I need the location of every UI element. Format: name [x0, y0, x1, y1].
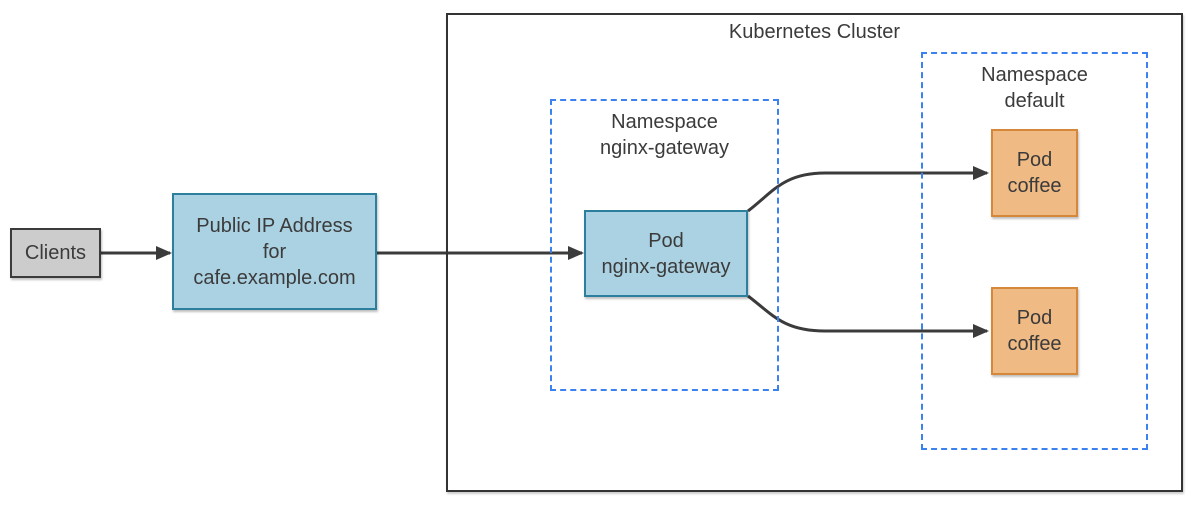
- kubernetes-cluster-title: Kubernetes Cluster: [728, 21, 901, 43]
- namespace-default-title: Namespace default: [981, 64, 1088, 112]
- public-ip-label: Public IP Address for cafe.example.com: [193, 214, 356, 289]
- clients-label: Clients: [24, 242, 87, 264]
- pod-coffee-2-label: Pod coffee: [1007, 307, 1062, 355]
- namespace-nginx-gateway-container: Namespace nginx-gateway: [550, 99, 779, 391]
- clients-node: Clients: [10, 228, 101, 278]
- namespace-nginx-gateway-title: Namespace nginx-gateway: [600, 111, 729, 159]
- pod-coffee-1-label: Pod coffee: [1007, 149, 1062, 197]
- namespace-default-container: Namespace default: [921, 52, 1148, 450]
- kubernetes-cluster-container: Kubernetes Cluster: [446, 13, 1183, 492]
- pod-nginx-gateway-label: Pod nginx-gateway: [601, 229, 731, 278]
- pod-coffee-1-node: Pod coffee: [991, 129, 1078, 217]
- pod-coffee-2-node: Pod coffee: [991, 287, 1078, 375]
- public-ip-node: Public IP Address for cafe.example.com: [172, 193, 377, 310]
- pod-nginx-gateway-node: Pod nginx-gateway: [584, 210, 748, 297]
